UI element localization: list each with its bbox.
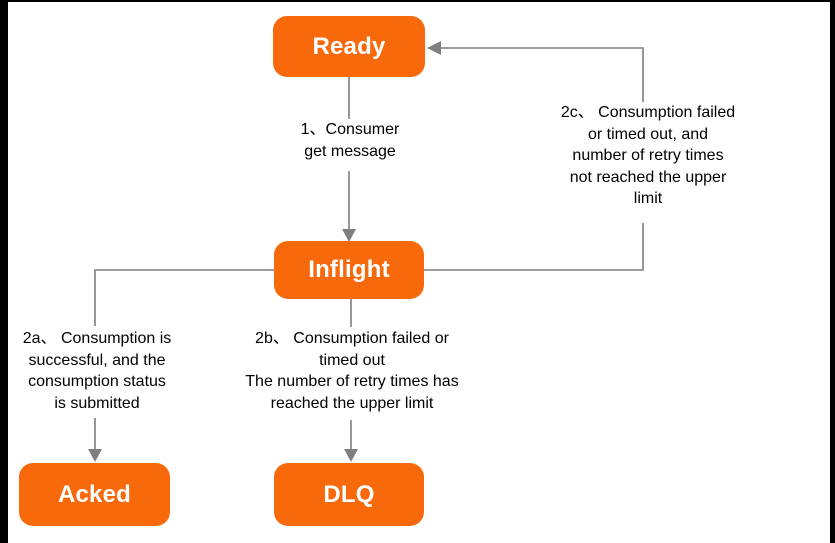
screenshot-border-top [0,0,835,2]
state-node-ready: Ready [273,16,425,77]
edge-retry-line [424,47,644,271]
edge-ack-line [94,269,274,450]
arrowhead-down-icon [88,449,102,462]
state-label-acked: Acked [57,480,132,508]
state-node-acked: Acked [19,463,170,526]
state-label-inflight: Inflight [308,256,390,283]
arrowhead-down-icon [344,449,358,462]
edge-label-consume: 1、Consumer get message [300,121,400,160]
edge-label-retry: 2c、 Consumption failed or timed out, and… [560,104,736,207]
screenshot-border-left [0,0,8,543]
state-node-dlq: DLQ [274,463,424,526]
screenshot-border-right [830,0,835,543]
state-label-dlq: DLQ [323,480,375,508]
state-node-inflight: Inflight [274,241,424,299]
arrowhead-down-icon [342,229,356,242]
arrowhead-left-icon [427,41,441,55]
edge-label-to-dlq: 2b、 Consumption failed or timed out The … [245,330,459,412]
edge-label-ack: 2a、 Consumption is successful, and the c… [22,330,172,412]
state-label-ready: Ready [312,32,386,60]
